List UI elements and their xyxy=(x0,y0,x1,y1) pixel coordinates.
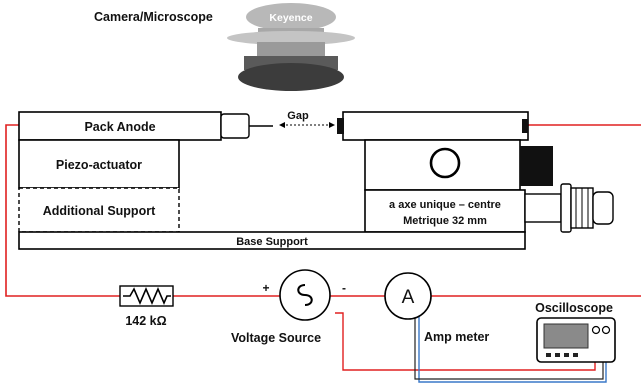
resistor-zigzag-icon xyxy=(123,286,171,306)
resistor: 142 kΩ xyxy=(119,285,174,328)
voltage-source: + - Voltage Source xyxy=(231,269,346,345)
micrometer-drive xyxy=(524,183,614,233)
source-plus-sign: + xyxy=(262,281,269,295)
oscilloscope-port-2 xyxy=(601,325,611,335)
oscilloscope-button-3 xyxy=(564,353,569,357)
oscilloscope-button-2 xyxy=(555,353,560,357)
additional-support-label: Additional Support xyxy=(43,204,156,218)
wire-left-loop xyxy=(5,124,120,297)
gap-arrow-right-head xyxy=(329,122,335,128)
camera-lens-lower xyxy=(238,63,344,91)
right-top-left-cap xyxy=(337,118,344,134)
piezo-actuator-label: Piezo-actuator xyxy=(56,158,142,172)
pack-anode-label: Pack Anode xyxy=(84,120,155,134)
oscilloscope: Oscilloscope xyxy=(535,301,616,363)
resistor-value-label: 142 kΩ xyxy=(125,314,166,328)
camera-microscope: Camera/Microscope Keyence xyxy=(94,3,355,91)
base-support-label: Base Support xyxy=(236,236,308,248)
stage-label-line1: a axe unique – centre xyxy=(389,199,501,211)
pack-anode-box xyxy=(18,111,222,141)
stage-label-block xyxy=(364,189,526,233)
stage-label-line2: Metrique 32 mm xyxy=(403,215,487,227)
camera-top-dome xyxy=(246,3,336,31)
right-top-right-cap xyxy=(522,119,528,133)
camera-body xyxy=(257,42,325,58)
gap-indicator: Gap xyxy=(279,110,335,128)
left-assembly: Pack Anode Piezo-actuator Additional Sup… xyxy=(18,111,273,233)
oscilloscope-button-1 xyxy=(546,353,551,357)
stage-knob-icon xyxy=(429,147,461,179)
base-support-bar xyxy=(18,231,526,250)
ac-wave-icon xyxy=(297,284,313,306)
amp-meter-label: Amp meter xyxy=(424,330,489,344)
wires xyxy=(5,124,641,383)
oscilloscope-port-1 xyxy=(591,325,601,335)
camera-flange xyxy=(227,31,355,45)
oscilloscope-screen xyxy=(543,323,589,349)
micrometer-ratchet xyxy=(592,191,614,225)
ammeter-circle xyxy=(384,272,432,320)
micrometer-collar xyxy=(560,183,572,233)
ammeter-symbol: A xyxy=(402,287,415,308)
voltage-source-label: Voltage Source xyxy=(231,331,321,345)
micrometer-sleeve xyxy=(524,193,562,223)
stage-side-bracket xyxy=(520,146,553,186)
additional-support-box xyxy=(18,187,180,233)
right-top-block xyxy=(342,111,529,141)
keyence-label: Keyence xyxy=(269,12,312,24)
anode-holder-tube xyxy=(220,113,250,139)
oscilloscope-label: Oscilloscope xyxy=(535,301,613,315)
gap-arrow-left-head xyxy=(279,122,285,128)
piezo-actuator-box xyxy=(18,139,180,189)
ammeter: A Amp meter xyxy=(384,272,489,344)
right-assembly: a axe unique – centre Metrique 32 mm xyxy=(337,111,614,233)
source-minus-sign: - xyxy=(342,281,346,295)
gap-label: Gap xyxy=(287,110,309,122)
camera-label: Camera/Microscope xyxy=(94,10,213,24)
oscilloscope-button-4 xyxy=(573,353,578,357)
